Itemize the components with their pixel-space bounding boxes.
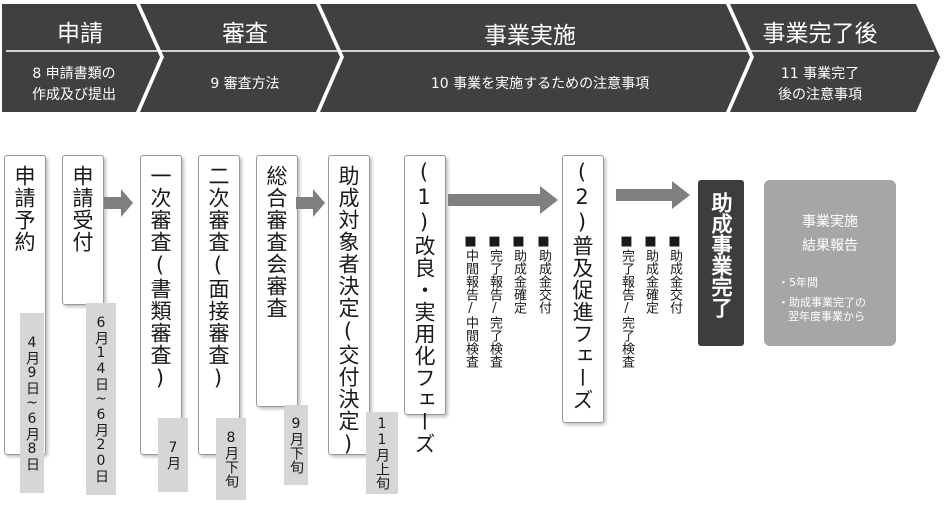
phase-title-implementation: 事業実施 [484, 23, 576, 49]
report-bullet-start-line2: 翌年度事業から [788, 310, 865, 323]
phase-subtitle-review: 9 審査方法 [210, 76, 280, 92]
flow-arrow-1 [104, 189, 133, 217]
phase1-task-interim-report: ■中間報告/中間検査 [463, 234, 478, 368]
phase-title-review: 審査 [222, 21, 268, 47]
step-grant-decision-date: 11月上旬 [366, 412, 398, 494]
step-first-review-label: 一次審査(書類審査) [148, 165, 172, 391]
step-first-review-date: 7月 [158, 418, 188, 492]
step-grant-decision-label: 助成対象者決定(交付決定) [336, 165, 360, 457]
phase1-task-grant-confirm: ■助成金確定 [511, 234, 526, 314]
phase2-task-completion-report: ■完了報告/完了検査 [619, 234, 634, 368]
flow-arrow-phase1 [448, 186, 558, 214]
results-report-box: 事業実施 結果報告 ・5年間 ・助成事業完了の 翌年度事業から [764, 180, 896, 346]
step-general-review-date: 9月下旬 [284, 405, 308, 485]
flow-arrow-phase2 [616, 181, 690, 209]
step-promotion-phase [562, 155, 604, 423]
flow-arrow-2 [296, 189, 325, 217]
report-title-line1: 事業実施 [802, 214, 858, 230]
phase2-task-grant-payment: ■助成金交付 [667, 234, 682, 314]
phase-title-after-completion: 事業完了後 [762, 21, 878, 47]
phase-subtitle-implementation: 10 事業を実施するための注意事項 [430, 76, 650, 92]
report-bullet-years: ・5年間 [778, 276, 818, 289]
step-acceptance-date: 6月14日~6月20日 [86, 303, 116, 495]
project-complete-box: 助成事業完了 [698, 180, 744, 346]
step-acceptance [62, 155, 104, 305]
step-first-review [140, 155, 182, 455]
step-second-review-label: 二次審査(面接審査) [206, 165, 230, 391]
step-grant-decision [328, 155, 370, 455]
phase-shape-implementation [320, 4, 750, 112]
phase-subtitle-application: 8 申請書類の 作成及び提出 [32, 66, 116, 103]
step-improvement-phase [404, 155, 446, 415]
step-reservation-label: 申請予約 [12, 165, 36, 253]
step-general-review [256, 155, 298, 407]
phase-subtitle-after-completion: 11 事業完了 後の注意事項 [778, 66, 862, 103]
step-general-review-label: 総合審査会審査 [264, 165, 288, 319]
phase-shape-application [2, 4, 160, 112]
phase1-task-completion-report: ■完了報告/完了検査 [487, 234, 502, 368]
step-second-review-date: 8月下旬 [216, 418, 246, 500]
step-improvement-phase-label: (1)改良・実用化フェーズ [412, 160, 436, 455]
report-bullet-start-line1: ・助成事業完了の [778, 296, 866, 309]
phase2-task-grant-confirm: ■助成金確定 [643, 234, 658, 314]
step-second-review [198, 155, 240, 455]
phase-header [2, 4, 940, 112]
step-promotion-phase-label: (2)普及促進フェーズ [570, 160, 594, 411]
step-acceptance-label: 申請受付 [70, 165, 94, 253]
step-reservation-date: 4月9日~6月8日 [20, 313, 44, 493]
phase-shape-review [140, 4, 340, 112]
phase-shape-after-completion [730, 4, 940, 112]
phase-title-application: 申請 [57, 21, 103, 47]
report-title-line2: 結果報告 [802, 238, 858, 254]
phase1-task-grant-payment: ■助成金交付 [536, 234, 551, 314]
